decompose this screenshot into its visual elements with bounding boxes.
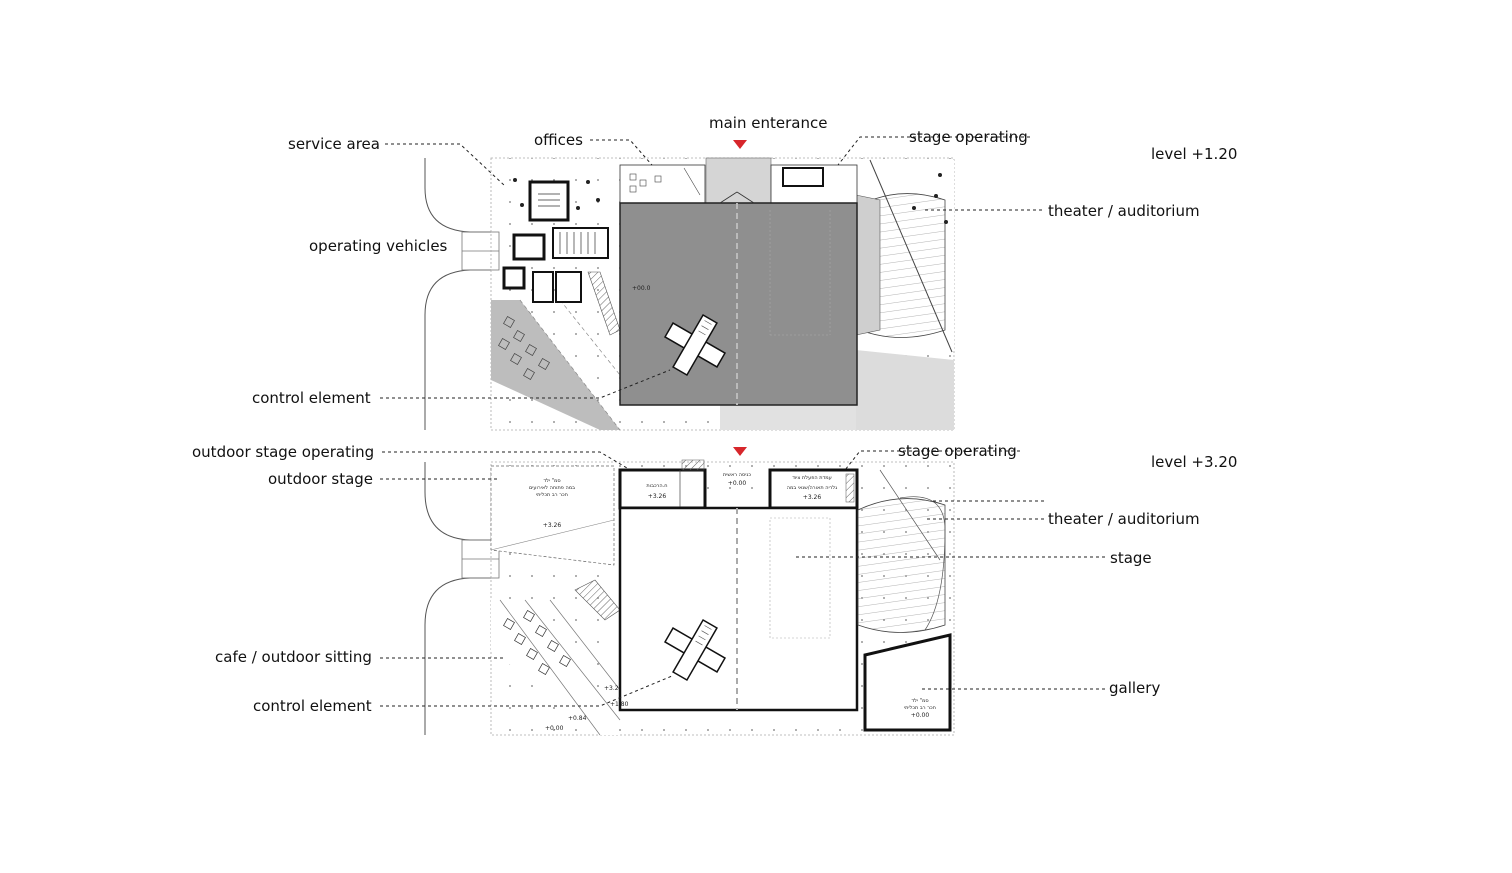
control-element-label-top: control element — [252, 389, 371, 407]
level-label: +00.0 — [632, 285, 651, 292]
svg-text:סמ" ילד: סמ" ילד — [911, 698, 928, 704]
outdoor-stage-label: outdoor stage — [268, 470, 374, 488]
main-entrance-label: main enterance — [709, 114, 828, 132]
svg-text:סמ" ילד: סמ" ילד — [543, 478, 560, 484]
cafe-label: cafe / outdoor sitting — [215, 648, 372, 666]
svg-text:ח.הרכבות: ח.הרכבות — [646, 483, 667, 489]
svg-text:עמדת הפעלת ציוד: עמדת הפעלת ציוד — [792, 475, 832, 481]
lower-entrance-marker — [733, 447, 747, 456]
svg-text:במה פתוחה לאירועים: במה פתוחה לאירועים — [529, 485, 575, 491]
leader-lines — [380, 136, 1105, 707]
level-label: +3.26 — [543, 522, 562, 529]
control-element-shape — [663, 618, 727, 682]
outdoor-stage-operating-label: outdoor stage operating — [192, 443, 375, 461]
control-element-label-bottom: control element — [253, 697, 372, 715]
stage-operating-label-bottom: stage operating — [898, 442, 1017, 460]
level-upper-label: level +1.20 — [1151, 145, 1238, 163]
level-label: +3.26 — [648, 493, 667, 500]
svg-text:כניסה ראשית: כניסה ראשית — [723, 472, 751, 478]
lower-plan: סמ" ילד במה פתוחה לאירועים חכר רב תכליתי… — [424, 459, 955, 736]
svg-text:גלריה תאורה/שנאי במה: גלריה תאורה/שנאי במה — [787, 485, 838, 491]
level-label: +3.26 — [803, 494, 822, 501]
theater-label-bottom: theater / auditorium — [1048, 510, 1200, 528]
control-element-shape — [663, 313, 727, 377]
theater-label-top: theater / auditorium — [1048, 202, 1200, 220]
svg-text:חכר רב תכליתי: חכר רב תכליתי — [904, 705, 936, 711]
gallery-label: gallery — [1109, 679, 1161, 697]
level-lower-label: level +3.20 — [1151, 453, 1238, 471]
level-label: +1.80 — [610, 701, 629, 708]
level-label: +0.00 — [545, 725, 564, 732]
level-label: +0.00 — [728, 480, 747, 487]
upper-plan: +00.0 — [424, 157, 955, 431]
svg-text:חכר רב תכליתי: חכר רב תכליתי — [536, 492, 568, 498]
service-area-label: service area — [288, 135, 380, 153]
level-label: +0.84 — [568, 715, 587, 722]
stage-operating-label-top: stage operating — [909, 128, 1028, 146]
level-label: +0.00 — [911, 712, 930, 719]
main-entrance-marker — [733, 140, 747, 149]
operating-vehicles-label: operating vehicles — [309, 237, 448, 255]
stage-label: stage — [1110, 549, 1152, 567]
offices-label: offices — [534, 131, 583, 149]
level-label: +3.26 — [604, 685, 623, 692]
